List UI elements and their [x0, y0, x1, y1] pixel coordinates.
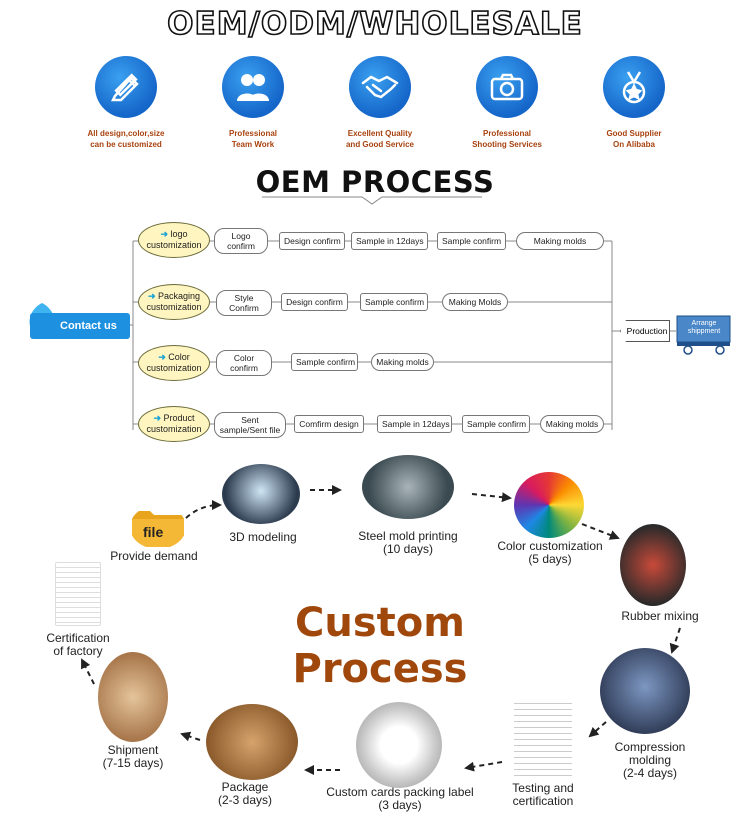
color-customization-oval: ➜ Color customization [138, 345, 210, 381]
shipment-photo [98, 652, 168, 742]
step-confirm-design: Comfirm design [294, 415, 364, 433]
test-report-photo [514, 698, 572, 778]
step-color-confirm: Color confirm [216, 350, 272, 376]
steel-mold-photo [362, 455, 454, 519]
step-sample-12days: Sample in 12days [351, 232, 428, 250]
logo-customization-oval: ➜ logo customization [138, 222, 210, 258]
medal-icon [603, 56, 665, 118]
feature-shooting: Professional Shooting Services [447, 56, 567, 150]
step-logo-confirm: Logo confirm [214, 228, 268, 254]
compression-molding-photo [600, 648, 690, 734]
feature-label: Good Supplier On Alibaba [606, 129, 662, 149]
arrange-shipment-label: Arrange shippment [687, 320, 721, 335]
step-making-molds: Making molds [371, 353, 434, 371]
production-box: Production [620, 320, 670, 342]
feature-quality: Excellent Quality and Good Service [320, 56, 440, 150]
feature-label: Professional Shooting Services [472, 129, 542, 149]
step-sent-sample: Sent sample/Sent file [214, 412, 286, 438]
steel-mold-caption: Steel mold printing (10 days) [358, 529, 458, 556]
contact-us-button[interactable]: Contact us [30, 313, 130, 339]
feature-team: Professional Team Work [193, 56, 313, 150]
step-sample-confirm: Sample confirm [360, 293, 428, 311]
feature-label: Excellent Quality and Good Service [345, 129, 415, 149]
file-folder-icon [132, 511, 184, 547]
feature-label: Professional Team Work [228, 129, 277, 149]
3d-modeling-caption: 3D modeling [229, 530, 297, 544]
step-style-confirm: Style Confirm [216, 290, 272, 316]
factory-certificate-photo [55, 562, 101, 626]
3d-modeling-photo [222, 464, 300, 524]
rubber-mixing-photo [620, 524, 686, 606]
step-sample-confirm: Sample confirm [437, 232, 506, 250]
pencil-ruler-icon [95, 56, 157, 118]
oem-process-title: OEM PROCESS [255, 165, 495, 199]
provide-demand-caption: Provide demand [110, 549, 198, 563]
handshake-icon [349, 56, 411, 118]
color-customization-caption: Color customization (5 days) [497, 539, 603, 566]
file-label: file [143, 524, 164, 540]
shipment-caption: Shipment (7-15 days) [102, 743, 164, 770]
page-title: OEM/ODM/WHOLESALE [166, 5, 583, 43]
packaging-customization-oval: ➜ Packaging customization [138, 284, 210, 320]
step-sample-12days: Sample in 12days [377, 415, 452, 433]
compression-molding-caption: Compression molding (2-4 days) [614, 740, 686, 780]
certification-factory-caption: Certification of factory [46, 631, 110, 658]
truck-icon [676, 315, 731, 355]
step-design-confirm: Design confirm [279, 232, 345, 250]
step-sample-confirm: Sample confirm [291, 353, 358, 371]
step-making-molds: Making molds [540, 415, 604, 433]
rubber-mixing-caption: Rubber mixing [621, 609, 699, 623]
feature-customize: All design,color,size can be customized [66, 56, 186, 150]
product-customization-oval: ➜ Product customization [138, 406, 210, 442]
step-making-molds: Making Molds [442, 293, 508, 311]
package-photo [206, 704, 298, 780]
feature-label: All design,color,size can be customized [87, 129, 165, 149]
step-design-confirm: Design confirm [281, 293, 348, 311]
feature-supplier: Good Supplier On Alibaba [574, 56, 694, 150]
team-icon [222, 56, 284, 118]
testing-certification-caption: Testing and certification [512, 781, 574, 808]
packing-card-photo [356, 702, 442, 788]
camera-icon [476, 56, 538, 118]
color-wheel-photo [514, 472, 584, 538]
custom-cards-caption: Custom cards packing label (3 days) [326, 785, 474, 812]
step-sample-confirm: Sample confirm [462, 415, 530, 433]
step-making-molds: Making molds [516, 232, 604, 250]
package-caption: Package (2-3 days) [217, 780, 273, 807]
custom-process-title: Custom Process [292, 600, 468, 692]
